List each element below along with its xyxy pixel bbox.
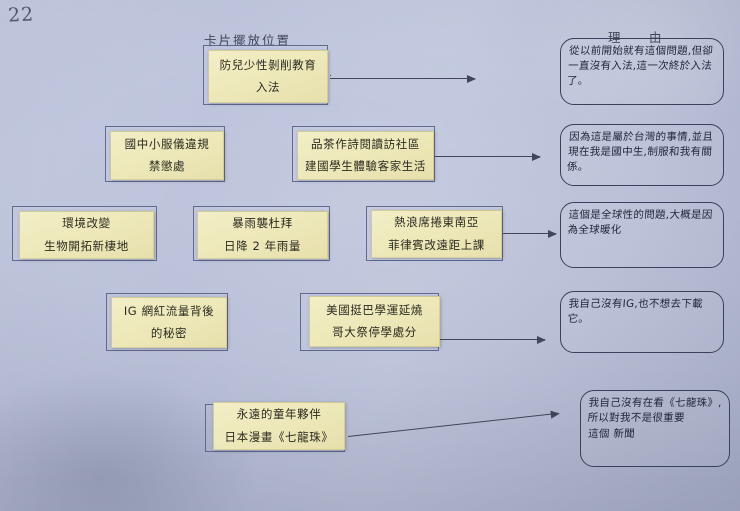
- reason-bubble[interactable]: 從以前開始就有這個問題,但卻一直沒有入法,這一次終於入法了。: [560, 38, 724, 105]
- reason-text: 從以前開始就有這個問題,但卻一直沒有入法,這一次終於入法了。: [566, 45, 714, 88]
- reason-bubble[interactable]: 因為這是屬於台灣的事情,並且現在我是國中生,制服和我有關係。: [560, 124, 724, 186]
- card-line-1: 暴雨襲杜拜: [232, 216, 293, 231]
- card-note[interactable]: 環境改變 生物開拓新棲地: [19, 211, 154, 259]
- card-frame[interactable]: [193, 206, 330, 261]
- card-line-1: 防兒少性剝削教育: [219, 57, 317, 72]
- card-line-2: 日降 2 年雨量: [224, 238, 301, 253]
- card-note[interactable]: 國中小服儀違規 禁懲處: [110, 131, 224, 180]
- reason-text: 這個是全球性的問題,大概是因為全球暖化: [567, 209, 714, 237]
- card-note[interactable]: 永遠的童年夥伴 日本漫畫《七龍珠》: [213, 402, 345, 450]
- card-line-1: 品茶作詩閱讀訪社區: [311, 136, 420, 151]
- card-line-2: 哥大祭停學處分: [332, 325, 417, 339]
- connector-arrow: [503, 229, 557, 238]
- card-note[interactable]: 美國挺巴學運延燒 哥大祭停學處分: [309, 296, 440, 347]
- connector-arrow: [330, 74, 476, 83]
- card-frame[interactable]: [105, 126, 225, 182]
- card-note[interactable]: 防兒少性剝削教育 入法: [208, 50, 328, 103]
- reason-bubble[interactable]: 我自己沒有在看《七龍珠》,所以對我不是很重要 這個 新聞: [580, 390, 730, 467]
- card-frame[interactable]: [292, 126, 435, 182]
- reason-text: 我自己沒有在看《七龍珠》,所以對我不是很重要: [587, 397, 723, 425]
- card-note[interactable]: 熱浪席捲東南亞 菲律賓改遠距上課: [371, 210, 502, 258]
- reason-text-tail: 這個 新聞: [587, 428, 636, 441]
- reason-text: 我自己沒有IG,也不想去下載它。: [567, 298, 704, 326]
- card-line-1: 熱浪席捲東南亞: [394, 215, 479, 230]
- card-line-2: 的秘密: [150, 326, 188, 340]
- connector-arrow: [440, 335, 546, 344]
- connector-arrow: [435, 152, 541, 161]
- card-frame[interactable]: [106, 293, 228, 351]
- card-line-2: 入法: [255, 80, 281, 94]
- card-line-1: 國中小服儀違規: [124, 136, 210, 151]
- column-header-card-placement: 卡片擺放位置: [204, 34, 292, 48]
- card-line-2: 建國學生體驗客家生活: [305, 159, 426, 173]
- card-line-1: 美國挺巴學運延燒: [326, 302, 423, 317]
- page-number: 22: [7, 3, 35, 27]
- card-frame[interactable]: [366, 206, 503, 261]
- reason-bubble[interactable]: 我自己沒有IG,也不想去下載它。: [560, 291, 724, 353]
- card-note[interactable]: IG 網紅流量背後 的秘密: [111, 297, 227, 348]
- card-line-1: 永遠的童年夥伴: [236, 407, 322, 422]
- reason-text: 因為這是屬於台灣的事情,並且現在我是國中生,制服和我有關係。: [566, 131, 714, 174]
- card-line-1: IG 網紅流量背後: [123, 303, 215, 318]
- card-line-2: 日本漫畫《七龍珠》: [224, 429, 334, 444]
- card-line-2: 菲律賓改遠距上課: [388, 237, 485, 252]
- reason-bubble[interactable]: 這個是全球性的問題,大概是因為全球暖化: [560, 202, 724, 268]
- card-line-2: 禁懲處: [148, 159, 186, 173]
- card-frame[interactable]: [12, 206, 157, 261]
- connector-stub: [330, 75, 331, 76]
- card-line-1: 環境改變: [62, 216, 111, 231]
- connector-arrow: [347, 412, 559, 437]
- card-note[interactable]: 品茶作詩閱讀訪社區 建國學生體驗客家生活: [297, 131, 434, 180]
- card-note[interactable]: 暴雨襲杜拜 日降 2 年雨量: [197, 211, 328, 259]
- card-line-2: 生物開拓新棲地: [44, 238, 129, 253]
